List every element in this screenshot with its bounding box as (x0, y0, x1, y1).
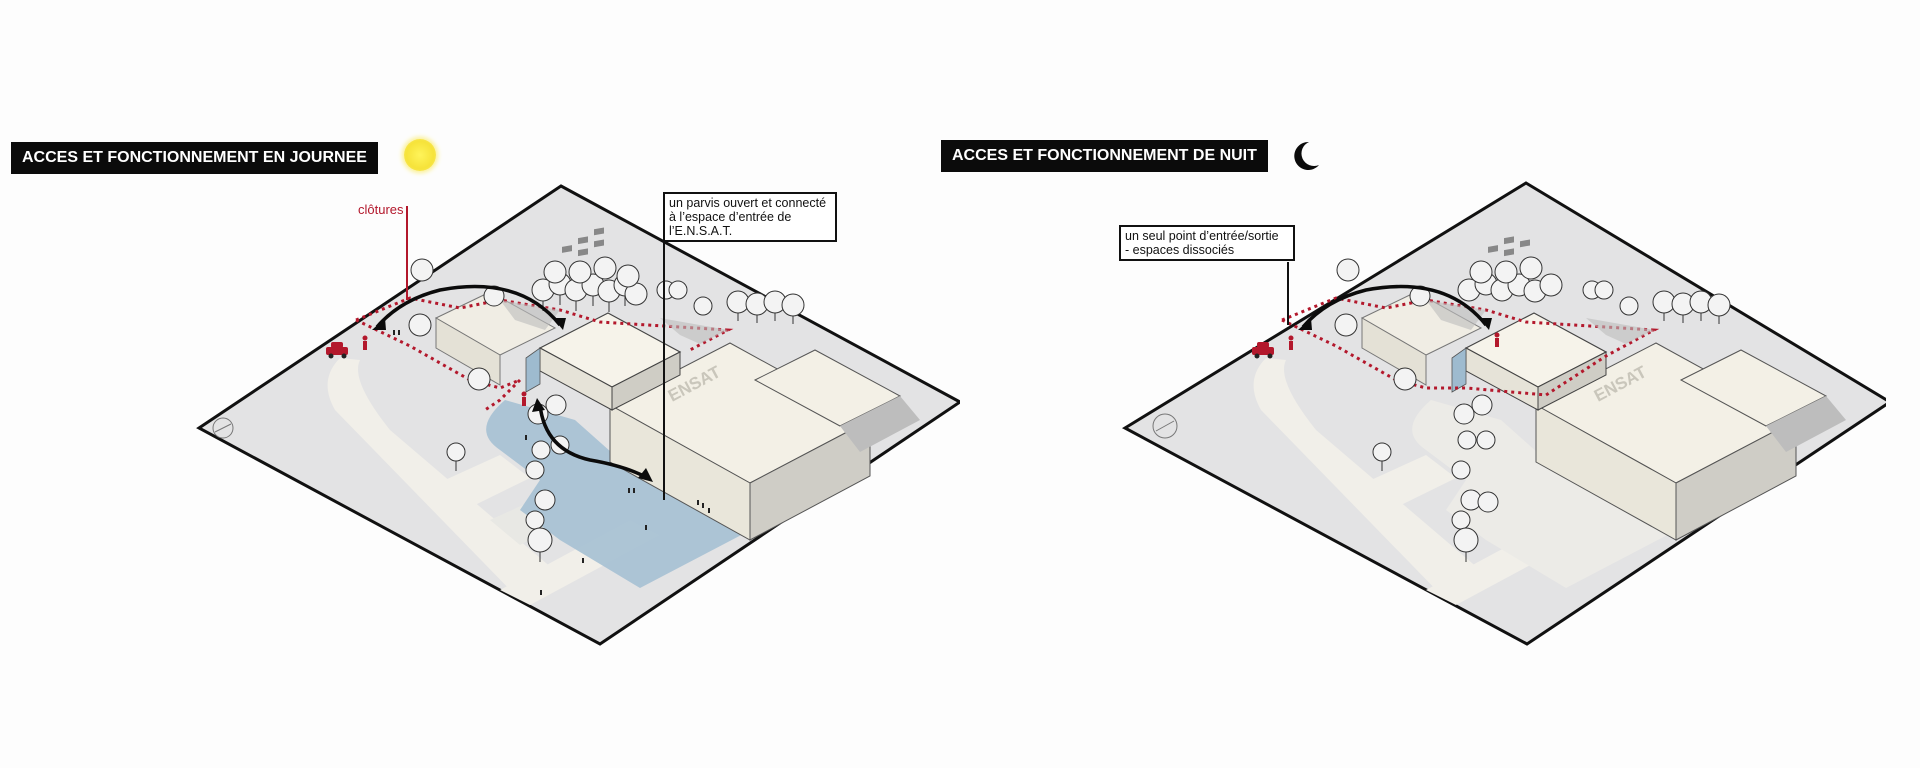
pedestrian-icon (362, 335, 368, 350)
ensat-wall-right (749, 419, 871, 541)
pedestrian-icon-2 (521, 391, 527, 406)
day-axonometric-drawing: ENSAT (196, 184, 960, 646)
sun-icon (404, 139, 436, 171)
people-dots (393, 330, 710, 595)
access-road (327, 358, 560, 600)
access-road (1253, 358, 1486, 600)
day-title: ACCES ET FONCTIONNEMENT EN JOURNEE (11, 142, 378, 174)
day-panel: ACCES ET FONCTIONNEMENT EN JOURNEE ENSAT (11, 139, 960, 646)
hatched-zone-2 (660, 318, 728, 344)
pedestrian-icon-2 (1494, 332, 1500, 347)
tree-cluster (408, 256, 805, 553)
hatched-zone-2 (1586, 318, 1654, 344)
night-title: ACCES ET FONCTIONNEMENT DE NUIT (941, 140, 1268, 172)
fence-line (1281, 296, 1660, 397)
access-arrow-2 (538, 404, 649, 480)
fence-line-3 (484, 378, 522, 412)
access-arrow-1 (1301, 284, 1488, 329)
school-wall (1361, 317, 1427, 386)
ensat-wing-shadow (1766, 396, 1846, 452)
school-wall (435, 317, 501, 386)
entrance-glazing (1451, 347, 1467, 393)
night-axonometric-drawing: ENSAT (1121, 181, 1886, 646)
ensat-wing-shadow (840, 396, 920, 452)
night-annotation: un seul point d’entrée/sortie - espaces … (1119, 225, 1295, 261)
night-panel: ACCES ET FONCTIONNEMENT DE NUIT ENSAT (926, 0, 1886, 768)
tree-cluster (1334, 256, 1731, 553)
tree-trunks (1381, 313, 1720, 562)
access-arrow-1 (375, 284, 562, 329)
car-icon (1252, 342, 1274, 359)
moon-icon (1294, 141, 1319, 170)
day-annotation: un parvis ouvert et connecté à l’espace … (663, 192, 837, 242)
pedestrian-icon (1288, 335, 1294, 350)
entrance-glazing (525, 347, 541, 393)
north-arrow-icon (1152, 413, 1178, 439)
north-arrow-icon (212, 417, 234, 439)
courtyard-lot (1371, 455, 1456, 505)
ensat-wall-right (1675, 419, 1797, 541)
car-icon (326, 342, 348, 359)
fence-label: clôtures (358, 202, 404, 217)
courtyard-lot (445, 455, 530, 505)
